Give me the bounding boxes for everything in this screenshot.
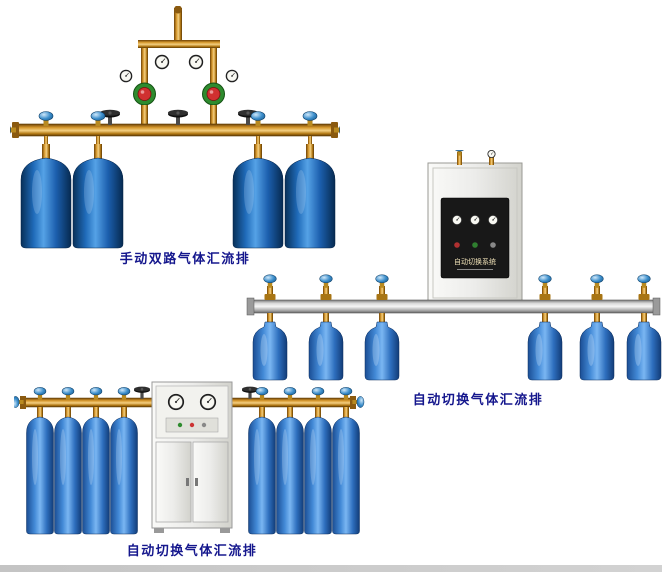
indicator-light	[472, 242, 478, 248]
product-auto-switch-floor	[14, 376, 366, 538]
product-caption-auto-wall: 自动切换气体汇流排	[412, 392, 544, 407]
cabinet-foot	[154, 528, 164, 533]
door-handle	[195, 478, 198, 486]
gas-cylinder	[248, 406, 276, 535]
cabinet-top-pipe	[457, 152, 462, 165]
manifold-pipe	[12, 122, 338, 138]
cylinder-bank-left	[26, 387, 138, 535]
pressure-regulator	[133, 82, 156, 106]
product-caption-manual-dual: 手动双路气体汇流排	[119, 251, 251, 266]
indicator-light	[490, 242, 496, 248]
pressure-gauge	[119, 69, 133, 83]
cabinet-door	[155, 441, 192, 523]
gas-cylinder	[110, 406, 138, 535]
indicator-light	[201, 422, 207, 428]
footer-divider	[0, 565, 662, 572]
valve-knob	[590, 274, 604, 289]
indicator-light	[454, 242, 460, 248]
cabinet-top-pipe	[489, 154, 494, 165]
drop-pipe	[141, 105, 148, 126]
gas-cylinder	[72, 143, 124, 249]
gas-cylinder	[304, 406, 332, 535]
product-auto-switch-wall: 自动切换系统	[245, 150, 662, 384]
cabinet-door	[192, 441, 229, 523]
gas-cylinder	[332, 406, 360, 535]
product-caption-auto-floor: 自动切换气体汇流排	[126, 543, 258, 558]
valve-handwheel	[168, 109, 188, 125]
drop-pipe	[210, 105, 217, 126]
gas-cylinder	[276, 406, 304, 535]
valve-handwheel	[242, 386, 258, 399]
indicator-light	[189, 422, 195, 428]
pressure-gauge	[487, 150, 496, 159]
pressure-gauge	[225, 69, 239, 83]
gas-cylinder	[364, 312, 400, 381]
gas-cylinder	[54, 406, 82, 535]
cabinet-sublabel-line	[457, 269, 493, 270]
gas-cylinder	[20, 143, 72, 249]
valve-knob	[453, 150, 466, 156]
valve-station-group	[252, 274, 662, 381]
valve-knob	[263, 274, 277, 289]
supply-pipe-assembly	[138, 6, 220, 84]
control-cabinet	[151, 381, 233, 533]
cylinder-bank-right	[248, 387, 360, 535]
valve-knob	[538, 274, 552, 289]
pressure-gauge	[188, 54, 204, 70]
indicator-light	[177, 422, 183, 428]
gas-cylinder	[308, 312, 344, 381]
valve-knob	[637, 274, 651, 289]
pressure-regulator	[202, 82, 225, 106]
pressure-gauge	[487, 214, 499, 226]
gas-cylinder	[626, 312, 662, 381]
valve-knob	[375, 274, 389, 289]
pressure-gauge	[199, 393, 217, 411]
product-manual-dual-manifold	[10, 6, 340, 250]
manifold-pipe	[246, 297, 661, 316]
valve-knob	[319, 274, 333, 289]
gas-cylinder	[252, 312, 288, 381]
door-handle	[186, 478, 189, 486]
gas-cylinder	[26, 406, 54, 535]
valve-handwheel	[134, 386, 150, 399]
cabinet-foot	[220, 528, 230, 533]
pressure-gauge	[451, 214, 463, 226]
gas-cylinder	[82, 406, 110, 535]
gas-cylinder	[527, 312, 563, 381]
gas-cylinder	[579, 312, 615, 381]
pressure-gauge	[154, 54, 170, 70]
cabinet-label: 自动切换系统	[454, 257, 496, 266]
pressure-gauge	[167, 393, 185, 411]
control-cabinet: 自动切换系统	[427, 162, 523, 304]
pressure-gauge	[469, 214, 481, 226]
